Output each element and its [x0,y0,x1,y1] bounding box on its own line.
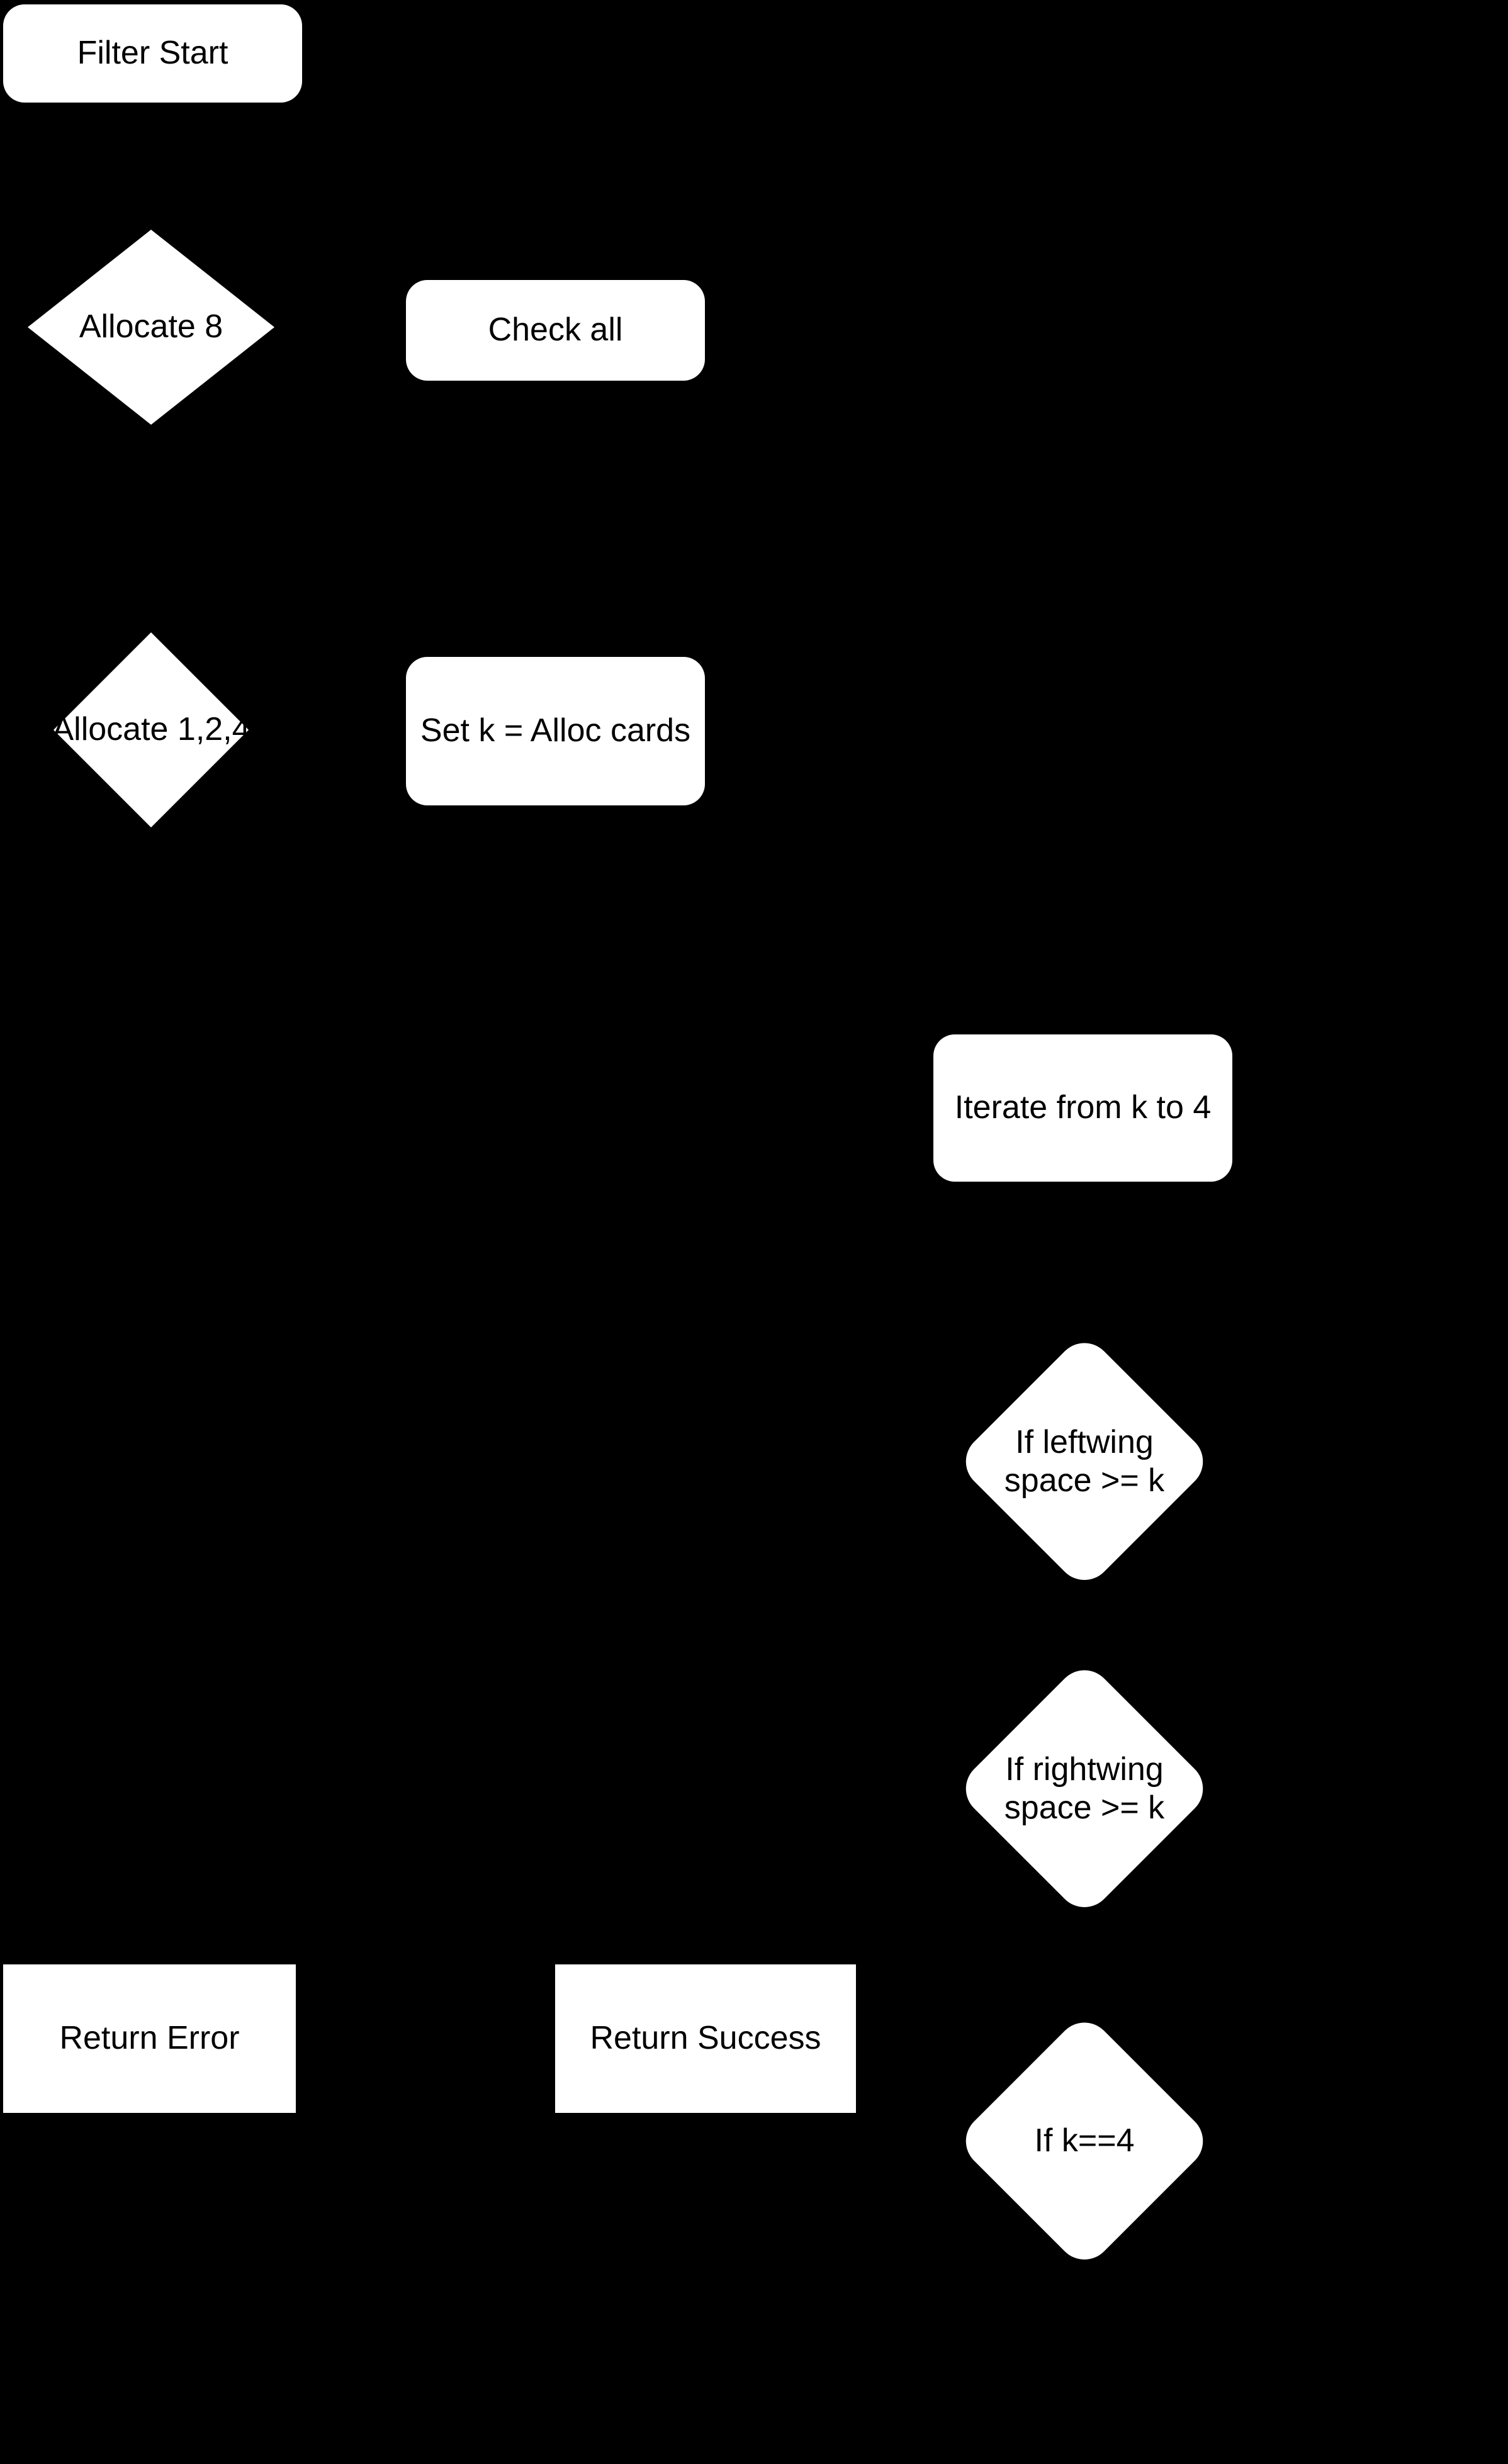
node-label: If k==4 [1034,2122,1135,2159]
node-allocate-1-2-4[interactable]: Allocate 1,2,4 [52,632,250,827]
node-set-k-alloc-cards[interactable]: Set k = Alloc cards [406,657,705,805]
node-label: Allocate 1,2,4 [52,711,250,748]
node-label: Allocate 8 [79,308,223,345]
node-if-k-equals-4[interactable]: If k==4 [954,2011,1215,2271]
node-if-leftwing-space[interactable]: If leftwing space >= k [954,1331,1215,1592]
node-return-error[interactable]: Return Error [3,1964,296,2113]
node-if-rightwing-space[interactable]: If rightwing space >= k [954,1659,1215,1919]
node-label: Return Success [590,2020,821,2057]
node-return-success[interactable]: Return Success [555,1964,856,2113]
node-filter-start[interactable]: Filter Start [3,4,302,103]
node-check-all[interactable]: Check all [406,280,705,381]
node-label: If leftwing space >= k [1004,1423,1165,1499]
node-label: Filter Start [77,35,228,72]
node-allocate-8[interactable]: Allocate 8 [28,230,274,425]
node-label: Set k = Alloc cards [420,712,691,749]
node-iterate-from-k-to-4[interactable]: Iterate from k to 4 [933,1034,1232,1182]
node-label: Check all [488,311,623,349]
node-label: Return Error [59,2020,240,2057]
node-label: Iterate from k to 4 [954,1089,1212,1126]
node-label: If rightwing space >= k [1004,1750,1165,1826]
